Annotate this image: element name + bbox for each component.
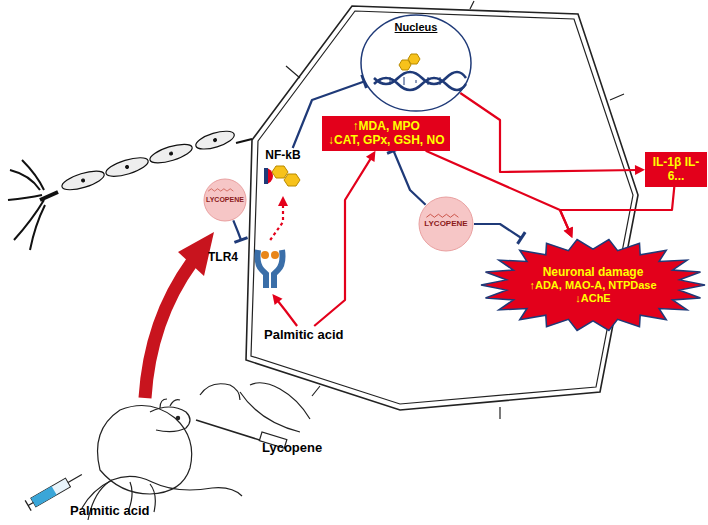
- cytokine-box: IL-1β IL-6...: [645, 152, 707, 187]
- connector: [560, 187, 674, 238]
- treatment-label: Lycopene: [262, 440, 322, 455]
- treatment-label: Palmitic acid: [70, 503, 149, 518]
- cell-membrane-inner: [251, 11, 633, 404]
- route-arrow: [145, 262, 192, 398]
- cell-membrane: [246, 6, 638, 410]
- node-text: NF-kB: [265, 148, 300, 162]
- node-text: ↓CAT, GPx, GSH, NO: [328, 133, 444, 147]
- node-text: Neuronal damage: [543, 265, 644, 279]
- oxidative-stress-box: ↑MDA, MPO↓CAT, GPx, GSH, NO: [322, 116, 450, 151]
- connector: [272, 294, 297, 326]
- node-text: TLR4: [208, 250, 238, 264]
- transcription-factor: NF-kB: [258, 148, 308, 196]
- node-text: ↑ADA, MAO-A, NTPDase: [529, 279, 656, 292]
- connector: [233, 220, 247, 242]
- nucleus: Nucleus: [360, 14, 472, 112]
- lycopene-circle: LYCOPENE: [418, 196, 474, 252]
- connector: [387, 148, 426, 205]
- connector: [460, 93, 645, 175]
- lycopene-circle: LYCOPENE: [203, 178, 247, 222]
- node-text: LYCOPENE: [424, 219, 467, 229]
- node-text: LYCOPENE: [206, 196, 244, 204]
- node-text: IL-1β IL-6...: [649, 155, 703, 184]
- receptor: TLR4: [206, 240, 296, 294]
- connector: [314, 151, 375, 326]
- node-text: Palmitic acid: [264, 327, 343, 343]
- damage-starburst: Neuronal damage↑ADA, MAO-A, NTPDase↓AChE: [480, 238, 706, 332]
- neuron: [8, 128, 252, 250]
- node-text: ↑MDA, MPO: [328, 119, 444, 133]
- stimulus-text: Palmitic acid: [262, 326, 345, 344]
- node-text: ↓AChE: [575, 292, 610, 305]
- node-text: Nucleus: [395, 21, 438, 34]
- connector: [474, 224, 525, 244]
- connector: [270, 196, 288, 240]
